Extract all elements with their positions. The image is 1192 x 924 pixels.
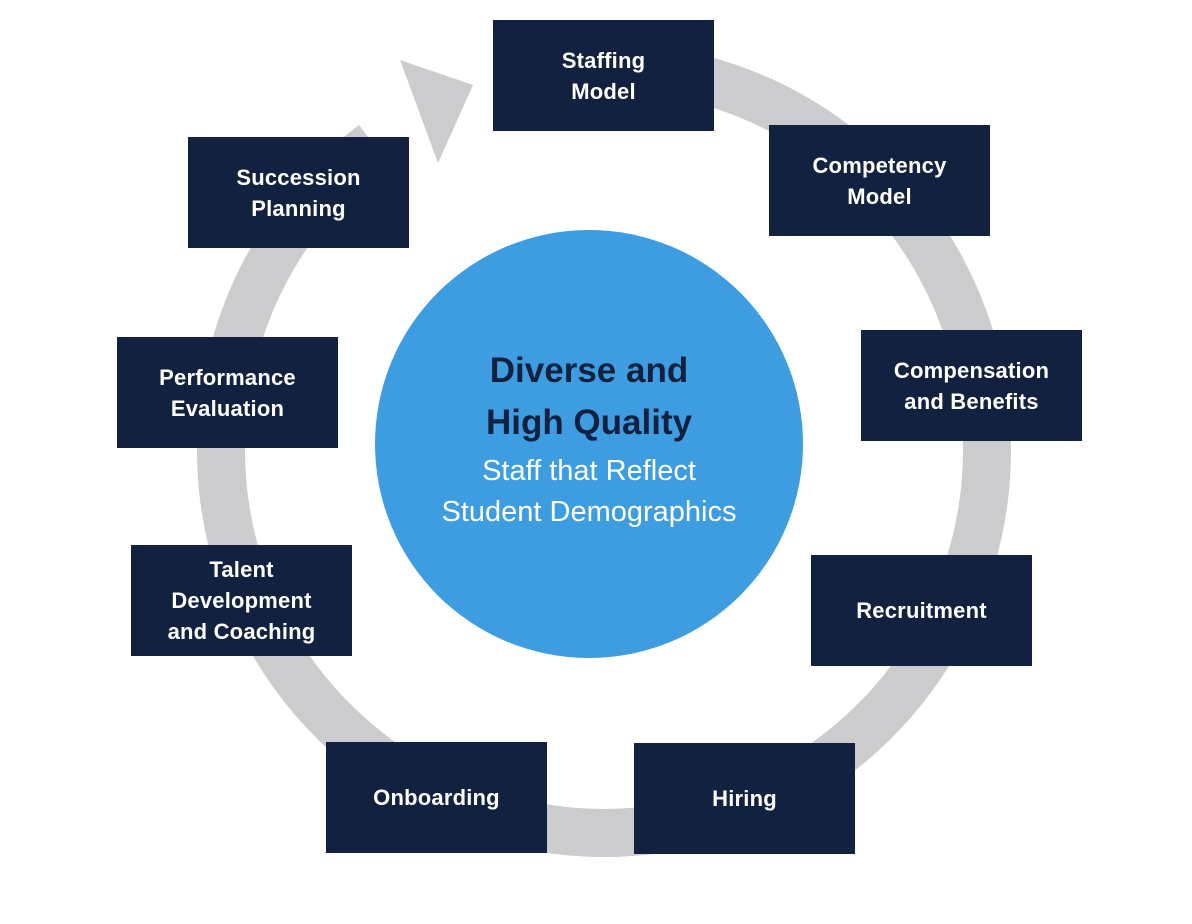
cycle-arrowhead <box>400 60 473 163</box>
center-subtitle: Staff that Reflect Student Demographics <box>441 455 737 528</box>
step-staffing-model: Staffing Model <box>493 20 714 131</box>
step-competency-model: Competency Model <box>769 125 990 236</box>
step-talent-development-and-coaching: Talent Development and Coaching <box>131 545 352 656</box>
step-succession-planning: Succession Planning <box>188 137 409 248</box>
step-onboarding: Onboarding <box>326 742 547 853</box>
step-recruitment: Recruitment <box>811 555 1032 666</box>
center-title: Diverse and High Quality <box>485 351 693 442</box>
center-circle: Diverse and High Quality Staff that Refl… <box>375 230 803 658</box>
step-performance-evaluation: Performance Evaluation <box>117 337 338 448</box>
step-hiring: Hiring <box>634 743 855 854</box>
step-compensation-and-benefits: Compensation and Benefits <box>861 330 1082 441</box>
